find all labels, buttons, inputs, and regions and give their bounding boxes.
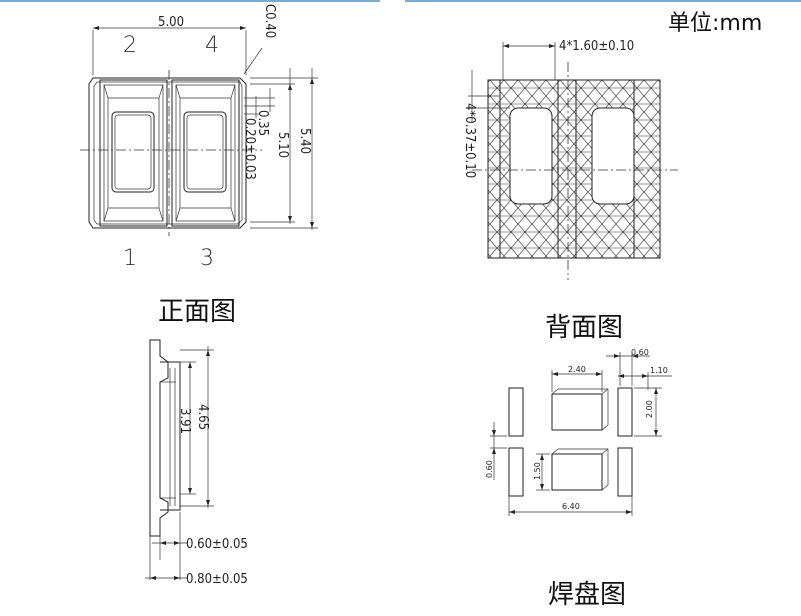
dim-chamfer: C0.40 [262, 4, 277, 38]
dim-width: 5.00 [158, 15, 184, 30]
pad-view-title: 焊盘图 [548, 580, 626, 610]
dim-510: 5.10 [275, 132, 290, 158]
unit-label: 单位:mm [668, 11, 762, 36]
dim-080-side: 0.80±0.05 [186, 572, 248, 587]
dim-pad-width: 4*1.60±0.10 [559, 39, 634, 54]
dim-391: 3.91 [177, 408, 192, 434]
dim-035: 0.35 [255, 110, 270, 136]
front-view: 5.00 C0.40 5.40 5.10 0.35 0.20±0.03 2 4 … [80, 4, 318, 327]
dim-020: 0.20±0.03 [242, 118, 257, 180]
dim-200: 2.00 [645, 400, 654, 418]
dim-465: 4.65 [195, 404, 210, 430]
dim-110: 1.10 [650, 366, 668, 375]
front-left-lens [99, 79, 168, 227]
back-view: 4*1.60±0.10 4*0.37±0.10 背面图 [462, 39, 678, 343]
pin-2-label: 2 [123, 33, 137, 58]
dim-640: 6.40 [562, 502, 580, 511]
pin-3-label: 3 [200, 246, 214, 271]
pin-1-label: 1 [123, 246, 137, 271]
front-view-title: 正面图 [158, 297, 236, 327]
dim-540: 5.40 [297, 128, 312, 154]
dim-060-top: 0.60 [631, 348, 649, 357]
front-right-lens [171, 79, 240, 227]
side-view: 4.65 3.91 0.60±0.05 0.80±0.05 [145, 339, 248, 587]
dim-060-side: 0.60±0.05 [186, 537, 248, 552]
back-view-title: 背面图 [545, 313, 623, 343]
dim-150: 1.50 [533, 462, 542, 480]
dim-060-left: 0.60 [485, 460, 494, 478]
pin-4-label: 4 [205, 33, 219, 58]
dim-240: 2.40 [568, 365, 586, 374]
dim-pad-gap: 4*0.37±0.10 [462, 103, 477, 178]
pad-view: 0.60 2.40 1.10 2.00 0.60 1.50 6.40 焊盘图 [485, 348, 672, 610]
